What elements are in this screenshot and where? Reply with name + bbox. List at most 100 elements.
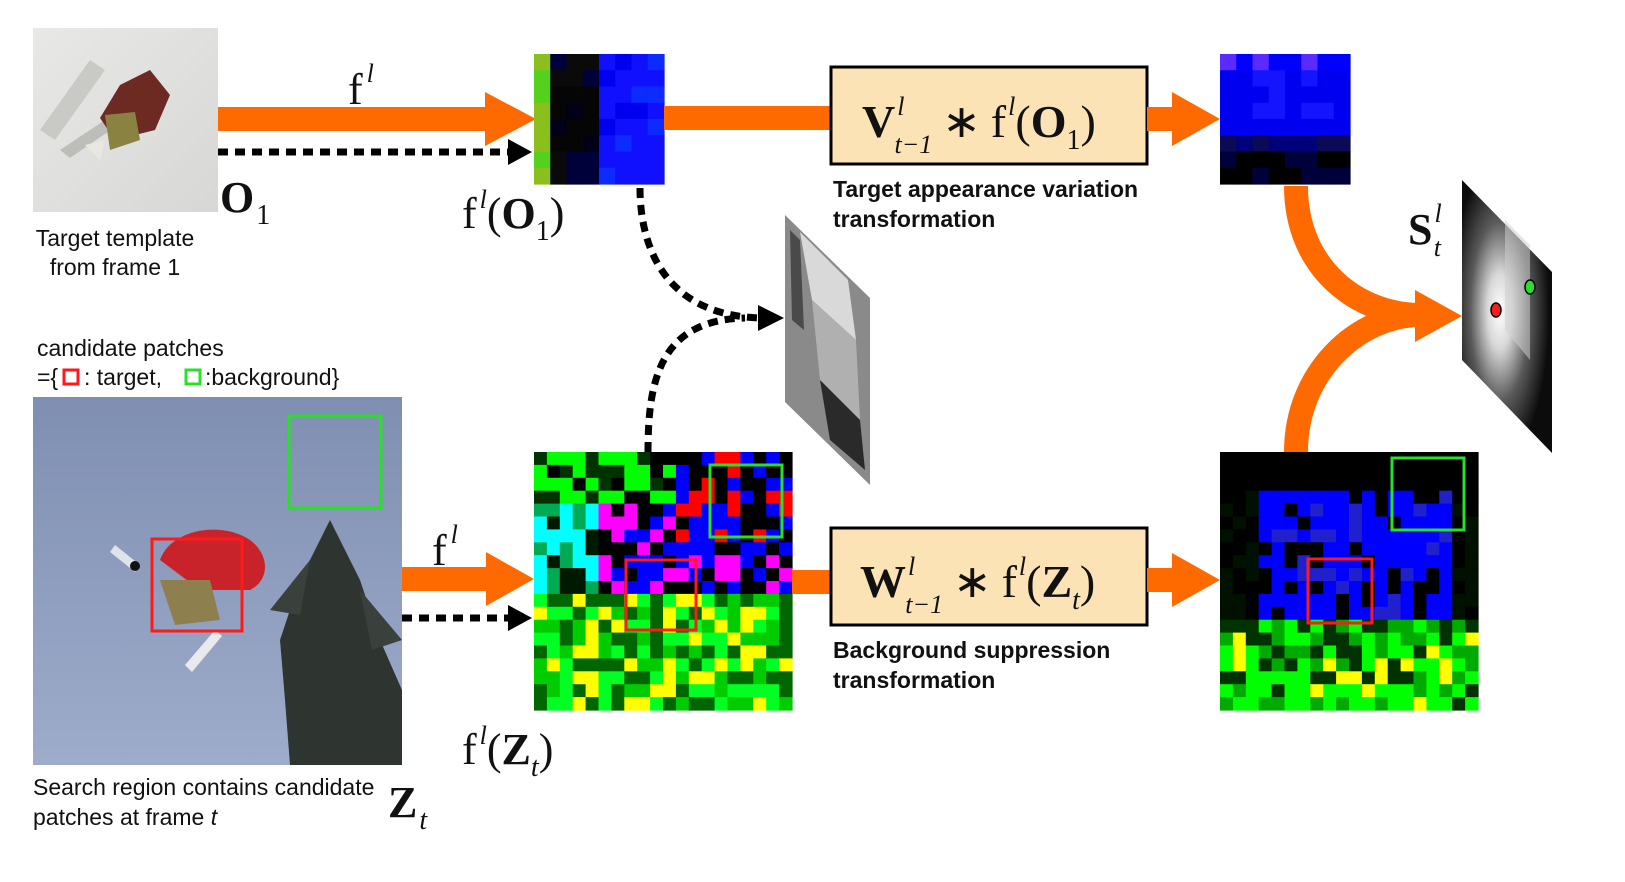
feature-cell: [1361, 490, 1376, 505]
feature-cell: [1310, 452, 1324, 466]
feature-cell: [1349, 645, 1363, 659]
feature-cell: [1400, 516, 1415, 530]
feature-cell: [1310, 645, 1324, 659]
feature-cell: [1284, 593, 1298, 608]
feature-cell: [1426, 619, 1440, 634]
feature-cell: [1361, 464, 1376, 479]
feature-cell: [624, 684, 638, 698]
feature-cell: [1465, 658, 1479, 672]
feature-cell: [1285, 70, 1302, 88]
feature-cell: [675, 555, 690, 569]
feature-cell: [1301, 135, 1319, 153]
feature-cell: [1220, 464, 1234, 479]
feature-cell: [675, 697, 690, 711]
feature-cell: [1232, 671, 1247, 685]
feature-cell: [1349, 555, 1363, 569]
feature-cell: [1220, 619, 1234, 634]
feature-cell: [766, 516, 780, 530]
score-sup: l: [1434, 199, 1441, 228]
feature-cell: [1387, 606, 1402, 621]
feature-cell: [1236, 167, 1254, 185]
feature-cell: [624, 581, 638, 595]
feature-cell: [1361, 542, 1376, 556]
feature-cell: [1220, 54, 1237, 71]
feature-cell: [1452, 671, 1466, 685]
feature-cell: [1349, 516, 1363, 530]
feature-cell: [1245, 542, 1260, 556]
feature-cell: [1336, 452, 1350, 466]
feature-cell: [1232, 452, 1247, 466]
feature-cell: [766, 452, 780, 466]
feature-cell: [675, 658, 690, 672]
feature-cell: [1323, 606, 1337, 621]
feature-cell: [1271, 490, 1286, 505]
feature-cell: [582, 86, 600, 104]
feature-cell: [1271, 581, 1286, 595]
feature-cell: [1252, 70, 1270, 88]
feature-cell: [546, 684, 561, 698]
feature-cell: [631, 151, 649, 169]
feature-cell: [779, 581, 793, 595]
feature-cell: [1374, 503, 1389, 518]
feature-cell: [1387, 568, 1402, 582]
feature-cell: [1349, 658, 1363, 672]
feature-cell: [663, 490, 677, 505]
feature-cell: [1400, 593, 1415, 608]
feature-cell: [663, 593, 677, 608]
feature-cell: [559, 671, 574, 685]
feature-cell: [688, 645, 703, 659]
feature-cell: [650, 697, 664, 711]
feature-cell: [585, 568, 600, 582]
feature-cell: [675, 671, 690, 685]
feature-cell: [631, 54, 649, 71]
search-background-box: [287, 414, 383, 510]
feature-cell: [559, 645, 574, 659]
feature-cell: [1297, 503, 1311, 518]
feature-cell: [740, 581, 754, 595]
search-target-box: [150, 537, 244, 633]
feature-cell: [701, 516, 716, 530]
feature-cell: [599, 167, 616, 185]
feature-cell: [1387, 490, 1402, 505]
feature-cell: [598, 671, 612, 685]
feature-cell: [611, 697, 625, 711]
feature-cell: [1271, 671, 1286, 685]
feature-cell: [599, 70, 616, 88]
feature-cell: [598, 464, 612, 479]
feature-cell: [1349, 477, 1363, 492]
feature-cell: [650, 516, 664, 530]
feature-cell: [1245, 490, 1260, 505]
feature-cell: [1297, 464, 1311, 479]
feature-cell: [1220, 86, 1237, 104]
feature-cell: [611, 593, 625, 608]
feature-cell: [675, 684, 690, 698]
feature-cell: [598, 606, 612, 621]
feature-cell: [1400, 477, 1415, 492]
feature-cell: [1220, 671, 1234, 685]
feature-cell: [1336, 542, 1350, 556]
feature-cell: [1284, 671, 1298, 685]
feature-cell: [1284, 632, 1298, 647]
feature-cell: [611, 632, 625, 647]
feature-cell: [598, 581, 612, 595]
feature-cell: [598, 568, 612, 582]
feature-cell: [663, 464, 677, 479]
feature-cell: [650, 464, 664, 479]
feature-cell: [688, 632, 703, 647]
feature-cell: [1465, 452, 1479, 466]
feature-cell: [1220, 632, 1234, 647]
feature-cell: [1387, 684, 1402, 698]
feature-cell: [740, 490, 754, 505]
feature-cell: [701, 645, 716, 659]
feature-cell: [1268, 54, 1286, 71]
feature-cell: [1310, 503, 1324, 518]
feature-cell: [688, 658, 703, 672]
feature-cell: [714, 645, 729, 659]
feature-cell: [701, 581, 716, 595]
feature-cell: [1310, 529, 1324, 543]
v-output-map: [1220, 54, 1351, 185]
correlation-response-map: [785, 215, 870, 485]
feature-cell: [611, 581, 625, 595]
feature-cell: [534, 119, 551, 136]
